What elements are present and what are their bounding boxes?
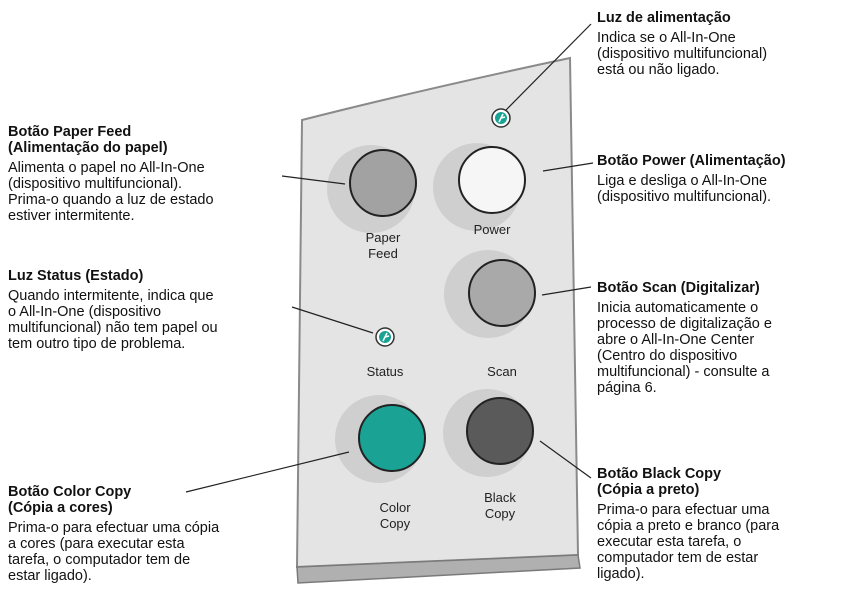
- color-copy-label: Color Copy: [379, 500, 411, 531]
- paper-feed-leader: [281, 175, 346, 185]
- callout-title: Botão Color Copy (Cópia a cores): [8, 484, 132, 516]
- callout-desc: Liga e desliga o All-In-One (dispositivo…: [597, 173, 772, 205]
- power-light-leader: [505, 23, 592, 111]
- power-label: Power: [473, 222, 511, 237]
- callout-title: Luz Status (Estado): [8, 268, 144, 284]
- color-copy-leader: [185, 451, 350, 493]
- callout-desc: Prima-o para efectuar uma cópia a preto …: [597, 502, 780, 582]
- callout-desc: Indica se o All-In-One (dispositivo mult…: [597, 30, 768, 78]
- callout-paper-feed: Botão Paper Feed (Alimentação do papel) …: [8, 124, 214, 224]
- callout-desc: Inicia automaticamente o processo de dig…: [597, 300, 772, 396]
- power-button[interactable]: [458, 146, 526, 214]
- callout-power-button: Botão Power (Alimentação) Liga e desliga…: [597, 153, 786, 205]
- callout-desc: Quando intermitente, indica que o All-In…: [8, 288, 218, 352]
- callout-title: Botão Black Copy (Cópia a preto): [597, 466, 722, 498]
- black-copy-button[interactable]: [466, 397, 534, 465]
- panel-base-edge: [296, 554, 581, 584]
- callout-status-light: Luz Status (Estado) Quando intermitente,…: [8, 268, 218, 352]
- scan-button-leader: [541, 286, 592, 296]
- status-light-icon: [375, 327, 395, 347]
- color-copy-button[interactable]: [358, 404, 426, 472]
- callout-black-copy: Botão Black Copy (Cópia a preto) Prima-o…: [597, 466, 779, 582]
- power-button-leader: [542, 162, 594, 172]
- status-label: Status: [366, 364, 404, 379]
- status-light-leader: [291, 306, 374, 334]
- power-light-icon: [491, 108, 511, 128]
- callout-scan-button: Botão Scan (Digitalizar) Inicia automati…: [597, 280, 772, 396]
- callout-title: Botão Scan (Digitalizar): [597, 280, 760, 296]
- callout-title: Botão Paper Feed (Alimentação do papel): [8, 124, 168, 156]
- callout-color-copy: Botão Color Copy (Cópia a cores) Prima-o…: [8, 484, 219, 584]
- paper-feed-button[interactable]: [349, 149, 417, 217]
- paper-feed-label: Paper Feed: [365, 230, 401, 261]
- scan-button[interactable]: [468, 259, 536, 327]
- callout-desc: Prima-o para efectuar uma cópia a cores …: [8, 520, 220, 584]
- callout-power-light: Luz de alimentação Indica se o All-In-On…: [597, 10, 767, 78]
- callout-title: Luz de alimentação: [597, 10, 731, 26]
- scan-label: Scan: [487, 364, 517, 379]
- black-copy-leader: [539, 440, 592, 479]
- black-copy-label: Black Copy: [484, 490, 516, 521]
- callout-desc: Alimenta o papel no All-In-One (disposit…: [8, 160, 214, 224]
- callout-title: Botão Power (Alimentação): [597, 153, 786, 169]
